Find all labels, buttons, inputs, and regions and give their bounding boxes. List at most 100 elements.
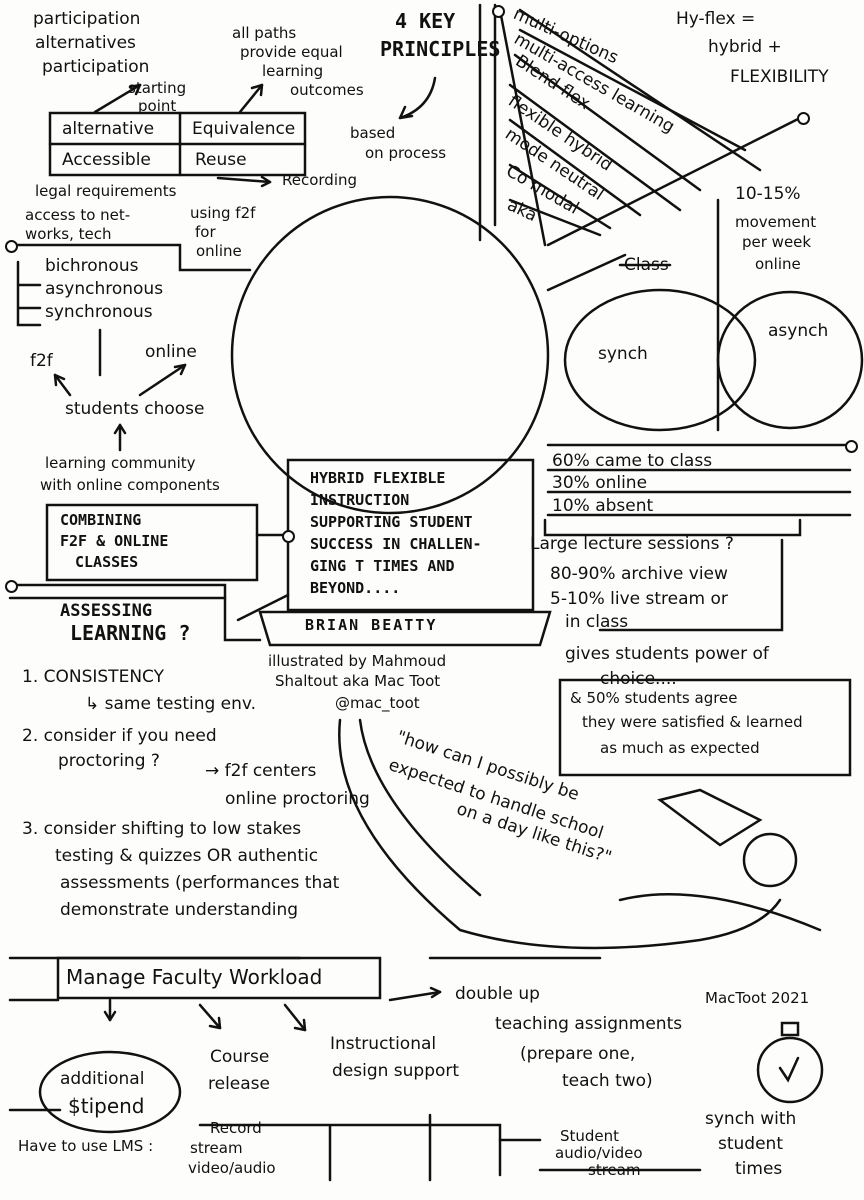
principle-alternative: alternative xyxy=(62,119,155,139)
laptop-title-3: SUPPORTING STUDENT xyxy=(310,513,473,531)
laptop-title-4: SUCCESS IN CHALLEN- xyxy=(310,535,482,553)
record-2: stream xyxy=(190,1139,243,1157)
outcomes-text-1: all paths xyxy=(232,24,297,42)
lecture-agree-3: as much as expected xyxy=(600,739,760,757)
assess-point-2b: proctoring ? xyxy=(58,751,160,771)
community-label-1: learning community xyxy=(45,454,196,472)
movement-2: movement xyxy=(735,213,817,231)
release-2: release xyxy=(208,1074,270,1094)
participation-text-5: point xyxy=(138,97,177,115)
design-1: Instructional xyxy=(330,1034,437,1054)
hyflex-line-2: hybrid + xyxy=(708,37,782,57)
using-f2f-3: online xyxy=(196,242,242,260)
combining-label-1: COMBINING xyxy=(60,511,142,529)
hyflex-line-3: FLEXIBILITY xyxy=(730,67,829,87)
based-on-process-2: on process xyxy=(365,144,447,162)
stipend-2: $tipend xyxy=(68,1094,145,1118)
lecture-power-1: gives students power of xyxy=(565,644,769,664)
access-label-2: works, tech xyxy=(25,225,112,243)
recording-label: Recording xyxy=(282,171,358,189)
principle-equivalence: Equivalence xyxy=(192,119,296,139)
connector-dot xyxy=(797,112,810,125)
participation-text-3: participation xyxy=(42,57,150,77)
lecture-live-2: in class xyxy=(565,612,629,632)
students-choose-label: students choose xyxy=(65,399,205,419)
synch-times-3: times xyxy=(735,1159,783,1179)
outcomes-text-4: outcomes xyxy=(290,81,364,99)
community-label-2: with online components xyxy=(40,476,220,494)
lecture-live-1: 5-10% live stream or xyxy=(550,589,728,609)
mode-asynchronous: asynchronous xyxy=(45,279,164,299)
student-stream-2: audio/video xyxy=(555,1144,643,1162)
assess-point-1b: ↳ same testing env. xyxy=(85,694,257,714)
combining-label-2: F2F & ONLINE xyxy=(60,532,169,550)
student-stream-1: Student xyxy=(560,1127,620,1145)
lecture-question: Large lecture sessions ? xyxy=(530,534,734,554)
connector-dot xyxy=(492,5,505,18)
signature: MacToot 2021 xyxy=(705,989,810,1007)
outcomes-text-2: provide equal xyxy=(240,43,343,61)
laptop-title-6: BEYOND.... xyxy=(310,579,401,597)
credit-1: illustrated by Mahmoud xyxy=(268,652,447,670)
double-2: teaching assignments xyxy=(495,1014,683,1034)
double-1: double up xyxy=(455,984,540,1004)
assess-point-1: 1. CONSISTENCY xyxy=(22,667,164,687)
workload-title: Manage Faculty Workload xyxy=(66,965,323,989)
participation-text-1: participation xyxy=(33,9,141,29)
stat-absent: 10% absent xyxy=(552,496,654,516)
principle-reuse: Reuse xyxy=(195,150,247,170)
double-4: teach two) xyxy=(562,1071,653,1091)
movement-1: 10-15% xyxy=(735,184,801,204)
laptop-title-5: GING T TIMES AND xyxy=(310,557,455,575)
stat-class: 60% came to class xyxy=(552,451,713,471)
mode-bichronous: bichronous xyxy=(45,256,139,276)
movement-4: online xyxy=(755,255,801,273)
based-on-process-1: based xyxy=(350,124,396,142)
assess-point-3d: demonstrate understanding xyxy=(60,900,299,920)
online-label: online xyxy=(145,342,197,362)
hyflex-line-1: Hy-flex = xyxy=(676,9,756,29)
access-label-1: access to net- xyxy=(25,206,131,224)
participation-text-4: starting xyxy=(128,79,187,97)
connector-dot xyxy=(5,240,18,253)
key-principles-2: PRINCIPLES xyxy=(380,37,501,61)
outcomes-text-3: learning xyxy=(262,62,324,80)
legal-label: legal requirements xyxy=(35,182,177,200)
synch-times-2: student xyxy=(718,1134,783,1154)
venn-class-label: Class xyxy=(624,255,669,275)
connector-dot xyxy=(845,440,858,453)
f2f-label: f2f xyxy=(30,351,53,371)
venn-asynch-label: asynch xyxy=(768,321,829,341)
assess-f2f-centers: → f2f centers xyxy=(205,761,317,781)
assess-point-3c: assessments (performances that xyxy=(60,873,340,893)
record-3: video/audio xyxy=(188,1159,276,1177)
release-1: Course xyxy=(210,1047,270,1067)
lecture-agree-2: they were satisfied & learned xyxy=(582,713,803,731)
credit-2: Shaltout aka Mac Toot xyxy=(275,672,441,690)
connector-dot xyxy=(282,530,295,543)
assessing-title-1: ASSESSING xyxy=(60,601,153,621)
assessing-title-2: LEARNING ? xyxy=(70,621,191,645)
lecture-archive: 80-90% archive view xyxy=(550,564,728,584)
venn-synch-label: synch xyxy=(598,344,648,364)
combining-label-3: CLASSES xyxy=(75,553,139,571)
lecture-agree-1: & 50% students agree xyxy=(570,689,738,707)
connector-dot xyxy=(5,580,18,593)
assess-point-2a: 2. consider if you need xyxy=(22,726,217,746)
laptop-author: BRIAN BEATTY xyxy=(305,616,438,634)
laptop-title-2: INSTRUCTION xyxy=(310,491,410,509)
participation-text-2: alternatives xyxy=(35,33,136,53)
stipend-1: additional xyxy=(60,1069,145,1089)
assess-point-3b: testing & quizzes OR authentic xyxy=(55,846,319,866)
mode-synchronous: synchronous xyxy=(45,302,153,322)
student-stream-3: stream xyxy=(588,1161,641,1179)
assess-point-3a: 3. consider shifting to low stakes xyxy=(22,819,302,839)
laptop-title-1: HYBRID FLEXIBLE xyxy=(310,469,446,487)
design-2: design support xyxy=(332,1061,460,1081)
credit-handle: @mac_toot xyxy=(335,694,420,712)
principle-accessible: Accessible xyxy=(62,150,151,170)
using-f2f-1: using f2f xyxy=(190,204,256,222)
synch-times-1: synch with xyxy=(705,1109,797,1129)
